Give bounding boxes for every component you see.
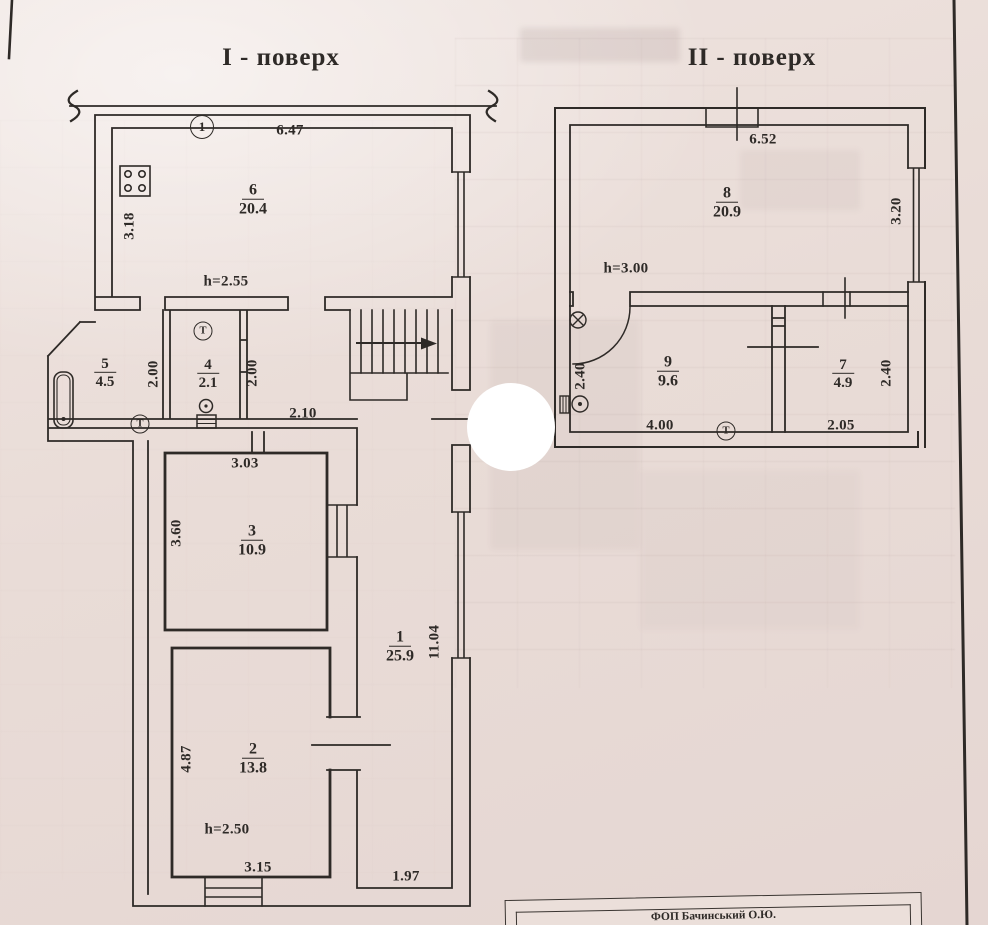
floor1-windows <box>204 171 471 907</box>
room5-number: 5 <box>94 356 116 373</box>
room1-label: 1 25.9 <box>386 629 414 666</box>
title-block-author: ФОП Бачинський О.Ю. <box>515 904 912 925</box>
room5-label: 5 4.5 <box>94 356 116 390</box>
room6-number: 6 <box>242 182 264 200</box>
room9-bottom-dim: 4.00 <box>646 417 674 434</box>
room3-top-dim: 3.03 <box>231 455 259 472</box>
room3-left-dim: 3.60 <box>168 519 185 547</box>
staircase <box>349 309 449 401</box>
room3-number: 3 <box>241 523 263 541</box>
floor2-title: II - поверх <box>687 44 817 71</box>
stove-icon <box>119 165 151 197</box>
room8-number: 8 <box>716 185 738 203</box>
room4-number: 4 <box>197 357 219 374</box>
meter-marker: Т <box>716 421 736 441</box>
floor1-walls <box>46 114 471 907</box>
room3-area: 10.9 <box>238 542 266 559</box>
meter-marker: Т <box>130 414 150 434</box>
room9-label: 9 9.6 <box>657 354 679 391</box>
room7-bottom-dim: 2.05 <box>827 417 855 434</box>
room5-area: 4.5 <box>95 374 115 390</box>
room4-label: 4 2.1 <box>197 357 219 391</box>
floor2-top-dim: 6.52 <box>749 131 777 148</box>
room5-right-dim: 2.00 <box>145 360 162 388</box>
room1-area: 25.9 <box>386 648 414 665</box>
room3-label: 3 10.9 <box>238 523 266 560</box>
room9-area: 9.6 <box>658 373 678 390</box>
corridor-bottom-dim: 1.97 <box>392 868 420 885</box>
floor2-walls <box>554 87 926 448</box>
room2-ceiling-height: h=2.50 <box>204 821 250 838</box>
room4-area: 2.1 <box>198 375 218 391</box>
floor1-left-dim: 3.18 <box>121 212 138 240</box>
meter-marker: Т <box>193 321 213 341</box>
room6-ceiling-height: h=2.55 <box>203 273 249 290</box>
room7-label: 7 4.9 <box>832 357 854 391</box>
floor1-title: I - поверх <box>222 44 340 71</box>
floor1-top-dim: 6.47 <box>276 122 304 139</box>
room6-label: 6 20.4 <box>239 182 267 219</box>
flue-marker: 1 <box>190 115 214 139</box>
room2-number: 2 <box>242 741 264 759</box>
room9-left-dim: 2.40 <box>572 362 589 390</box>
hall-width-dim: 2.10 <box>289 405 317 422</box>
room8-ceiling-height: h=3.00 <box>603 260 649 277</box>
floor2-window <box>907 167 926 283</box>
bathtub-icon <box>53 371 74 429</box>
room9-number: 9 <box>657 354 679 372</box>
room8-right-dim: 3.20 <box>888 197 905 225</box>
room2-label: 2 13.8 <box>239 741 267 778</box>
room2-bottom-dim: 3.15 <box>244 859 272 876</box>
redaction-dot <box>467 383 555 471</box>
floor1-break-line <box>67 89 499 123</box>
door-swing-arc <box>572 306 631 365</box>
boiler-icon <box>559 395 589 414</box>
room4-right-dim: 2.00 <box>244 359 261 387</box>
room8-area: 20.9 <box>713 204 741 221</box>
page-edge-lines <box>7 0 969 925</box>
room2-left-dim: 4.87 <box>178 745 195 773</box>
stairs-direction-arrow <box>421 337 437 350</box>
corridor-length-dim: 11.04 <box>426 624 443 660</box>
room6-area: 20.4 <box>239 201 267 218</box>
toilet-icon <box>196 398 217 429</box>
room7-number: 7 <box>832 357 854 374</box>
room1-number: 1 <box>389 629 411 647</box>
room7-area: 4.9 <box>833 375 853 391</box>
room8-label: 8 20.9 <box>713 185 741 222</box>
vent-fan-icon <box>569 311 587 329</box>
room2-area: 13.8 <box>239 760 267 777</box>
room7-right-dim: 2.40 <box>878 359 895 387</box>
